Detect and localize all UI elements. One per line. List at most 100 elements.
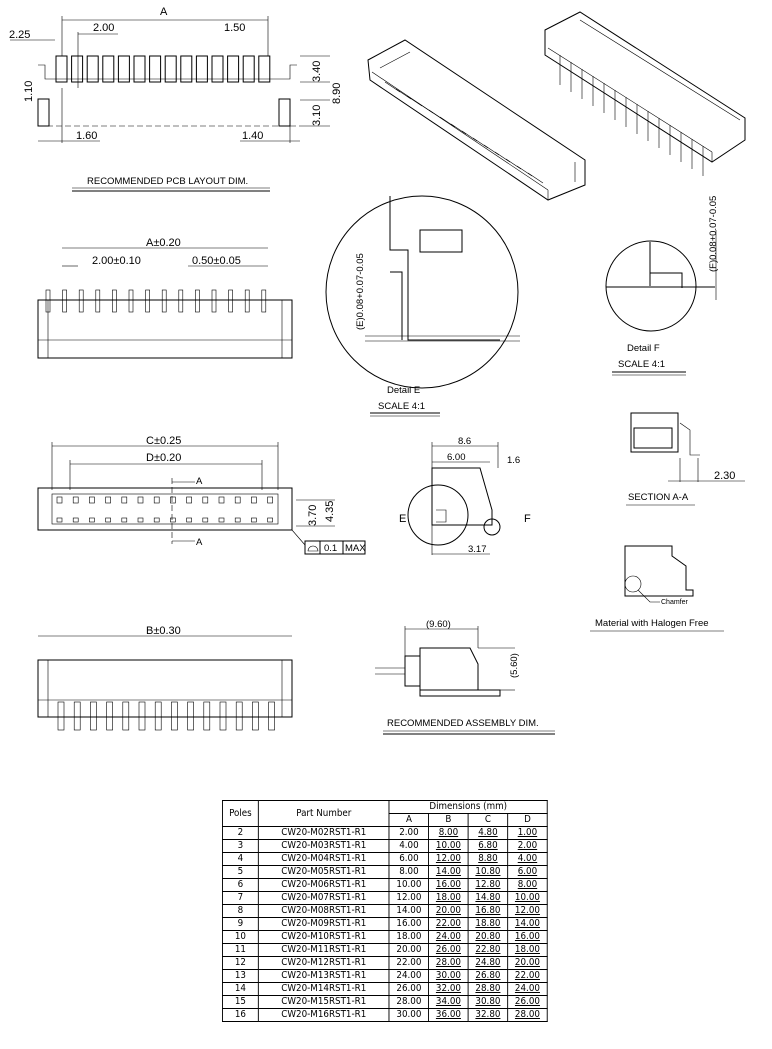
detail-e-title: Detail E: [387, 385, 420, 396]
side-pin: [228, 289, 233, 313]
bottom-pin: [122, 701, 130, 731]
top-pin-tail: [267, 517, 273, 523]
cell-d: 12.00: [507, 904, 548, 918]
cell-a: 10.00: [388, 878, 430, 892]
top-view: A A C±0.25 D±0.20 3.70 4.35 0.1 MAX: [37, 435, 366, 555]
chamfer-label: Chamfer: [661, 599, 689, 606]
cell-poles: 10: [221, 930, 259, 944]
pcb-pad: [133, 55, 146, 83]
cell-c: 30.80: [467, 995, 509, 1009]
bottom-pin: [187, 701, 194, 731]
top-pin-tail: [218, 517, 225, 523]
cell-d: 18.00: [507, 943, 548, 957]
cell-c: 18.80: [467, 917, 509, 931]
cell-b: 36.00: [428, 1008, 469, 1022]
cell-a: 8.00: [388, 865, 430, 879]
cell-c: 16.80: [467, 904, 509, 918]
cell-d: 28.00: [507, 1008, 548, 1022]
cell-part-number: CW20-M16RST1-R1: [257, 1008, 390, 1022]
bottom-pin: [235, 701, 243, 731]
top-pin-contact: [218, 496, 225, 504]
cell-a: 24.00: [388, 969, 430, 983]
iso-pin: [527, 172, 544, 184]
cell-c: 24.80: [467, 956, 509, 970]
cell-poles: 13: [221, 969, 259, 983]
cell-a: 4.00: [388, 839, 430, 853]
section-dim: 2.30: [714, 470, 735, 482]
side-pin: [78, 289, 84, 313]
pcb-pad: [86, 55, 99, 83]
cell-poles: 8: [221, 904, 259, 918]
dim-3-70: 3.70: [307, 505, 319, 526]
header-a: A: [388, 813, 430, 827]
side-pin: [211, 289, 217, 313]
cell-a: 28.00: [388, 995, 430, 1009]
cell-c: 12.80: [467, 878, 509, 892]
iso-view-rear: [544, 11, 746, 176]
cell-c: 28.80: [467, 982, 509, 996]
header-d: D: [507, 813, 548, 827]
cell-part-number: CW20-M05RST1-R1: [257, 865, 390, 879]
top-pin-contact: [186, 496, 192, 504]
pcb-pad: [242, 55, 255, 83]
cell-d: 24.00: [507, 982, 548, 996]
halogen-note: Material with Halogen Free: [595, 618, 709, 629]
side-pin: [244, 289, 250, 313]
dim-3-10: 3.10: [311, 105, 323, 126]
pcb-pad: [195, 55, 208, 83]
top-pin-contact: [72, 496, 79, 504]
flatness-max: MAX: [345, 543, 366, 554]
cell-c: 20.80: [467, 930, 509, 944]
section-title: SECTION A-A: [628, 492, 689, 503]
pcb-pad: [149, 55, 162, 83]
top-pin-tail: [56, 517, 63, 523]
cell-c: 4.80: [467, 826, 509, 840]
cell-d: 6.00: [507, 865, 548, 879]
detail-f: (F)0.08+0.07-0.05 Detail F SCALE 4:1: [605, 196, 719, 376]
section-marker-a-top: A: [196, 476, 203, 487]
dim-4-35: 4.35: [324, 501, 336, 522]
cell-d: 26.00: [507, 995, 548, 1009]
top-pin-contact: [105, 496, 111, 504]
cell-part-number: CW20-M09RST1-R1: [257, 917, 390, 931]
cell-d: 16.00: [507, 930, 548, 944]
pcb-pad: [180, 55, 193, 83]
top-pin-tail: [137, 517, 144, 523]
cell-a: 6.00: [388, 852, 430, 866]
cell-c: 10.80: [467, 865, 509, 879]
cell-d: 1.00: [507, 826, 548, 840]
cell-b: 14.00: [428, 865, 469, 879]
assembly-width: (9.60): [426, 619, 451, 630]
cell-poles: 16: [221, 1008, 259, 1022]
bottom-pin: [90, 701, 97, 731]
cell-part-number: CW20-M06RST1-R1: [257, 878, 390, 892]
cell-c: 8.80: [467, 852, 509, 866]
side-pin: [45, 289, 51, 313]
bottom-pin: [73, 701, 81, 731]
top-pin-tail: [251, 517, 257, 523]
cell-a: 30.00: [388, 1008, 430, 1022]
pcb-layout-title: RECOMMENDED PCB LAYOUT DIM.: [87, 176, 248, 187]
top-pin-contact: [121, 496, 128, 504]
cell-poles: 6: [221, 878, 259, 892]
dimensions-table: Poles Part Number Dimensions (mm) A B C …: [221, 800, 548, 1022]
dim-pad-width: 1.50: [224, 22, 245, 34]
pcb-pads: [55, 55, 271, 83]
top-pin-tail: [170, 517, 176, 523]
top-pin-contact: [153, 496, 160, 504]
top-pin-tail: [89, 517, 95, 523]
side-pin: [112, 289, 117, 313]
cell-poles: 14: [221, 982, 259, 996]
pcb-pad: [71, 55, 84, 83]
pcb-pad: [211, 55, 224, 83]
detail-f-tolerance: (F)0.08+0.07-0.05: [708, 196, 719, 272]
side-pin: [195, 289, 200, 313]
cell-poles: 5: [221, 865, 259, 879]
side-pin: [128, 289, 134, 313]
cell-c: 26.80: [467, 969, 509, 983]
